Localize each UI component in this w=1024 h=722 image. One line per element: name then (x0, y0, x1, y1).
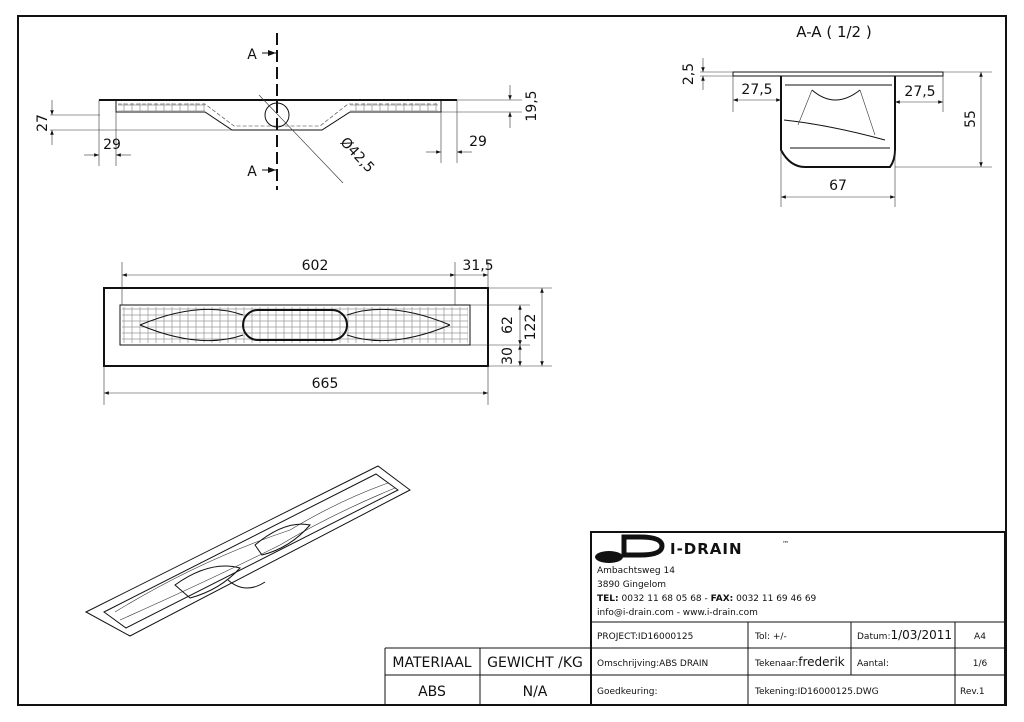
plan-view: 602 31,5 665 62 30 122 (103, 258, 552, 405)
approval-field: Goedkeuring: (597, 687, 658, 697)
paper-format: A4 (974, 632, 986, 642)
dim-665: 665 (312, 376, 339, 392)
dim-19-5: 19,5 (524, 90, 540, 121)
dim-67: 67 (829, 178, 847, 194)
dim-122: 122 (523, 314, 539, 341)
dim-27: 27 (35, 114, 51, 132)
dim-27-5-right: 27,5 (904, 84, 935, 100)
dim-62: 62 (500, 316, 516, 334)
dim-27-5-left: 27,5 (741, 82, 772, 98)
contact-web: info@i-drain.com - www.i-drain.com (597, 608, 758, 618)
material-value: ABS (418, 684, 446, 700)
dim-diameter-42-5: Ø42,5 (337, 134, 377, 176)
section-view-a-a: A-A ( 1/2 ) 2,5 27,5 27,5 55 67 (681, 23, 992, 207)
weight-value: N/A (523, 684, 548, 700)
section-marker-bottom: A (247, 164, 257, 180)
tolerance-field: Tol: +/- (754, 632, 787, 642)
dim-30: 30 (500, 347, 516, 365)
dim-29-right: 29 (469, 134, 487, 150)
weight-header: GEWICHT /KG (487, 655, 583, 671)
material-table: MATERIAAL GEWICHT /KG ABS N/A (384, 647, 591, 705)
i-drain-logo: I-DRAIN ™ (595, 534, 789, 563)
brand-name: I-DRAIN (670, 540, 743, 558)
contact-phone-fax: TEL: 0032 11 68 05 68 - FAX: 0032 11 69 … (597, 594, 817, 604)
address-street: Ambachtsweg 14 (597, 566, 675, 576)
title-block: I-DRAIN ™ Ambachtsweg 14 3890 Gingelom T… (590, 531, 1006, 706)
address-city: 3890 Gingelom (597, 580, 666, 590)
dim-2-5: 2,5 (681, 63, 697, 85)
date-field: Datum:1/03/2011 (857, 628, 952, 642)
quantity-field: Aantal: (857, 659, 889, 669)
drafter-field: Tekenaar:frederik (754, 655, 845, 669)
isometric-view (84, 465, 411, 637)
drawing-file-field: Tekening:ID16000125.DWG (754, 687, 879, 697)
section-marker-top: A (247, 47, 257, 63)
sheet-number: 1/6 (973, 659, 988, 669)
revision-field: Rev.1 (960, 687, 985, 697)
description-field: Omschrijving:ABS DRAIN (597, 659, 708, 669)
side-view: A A 27 29 29 19,5 Ø42,5 (35, 33, 540, 190)
dim-602: 602 (302, 258, 329, 274)
dim-55: 55 (963, 110, 979, 128)
material-header: MATERIAAL (392, 655, 471, 671)
section-title: A-A ( 1/2 ) (796, 23, 871, 41)
project-field: PROJECT:ID16000125 (597, 632, 693, 642)
dim-29-left: 29 (103, 137, 121, 153)
drawing-frame (17, 15, 1007, 706)
dim-31-5: 31,5 (462, 258, 493, 274)
svg-text:™: ™ (782, 540, 789, 548)
